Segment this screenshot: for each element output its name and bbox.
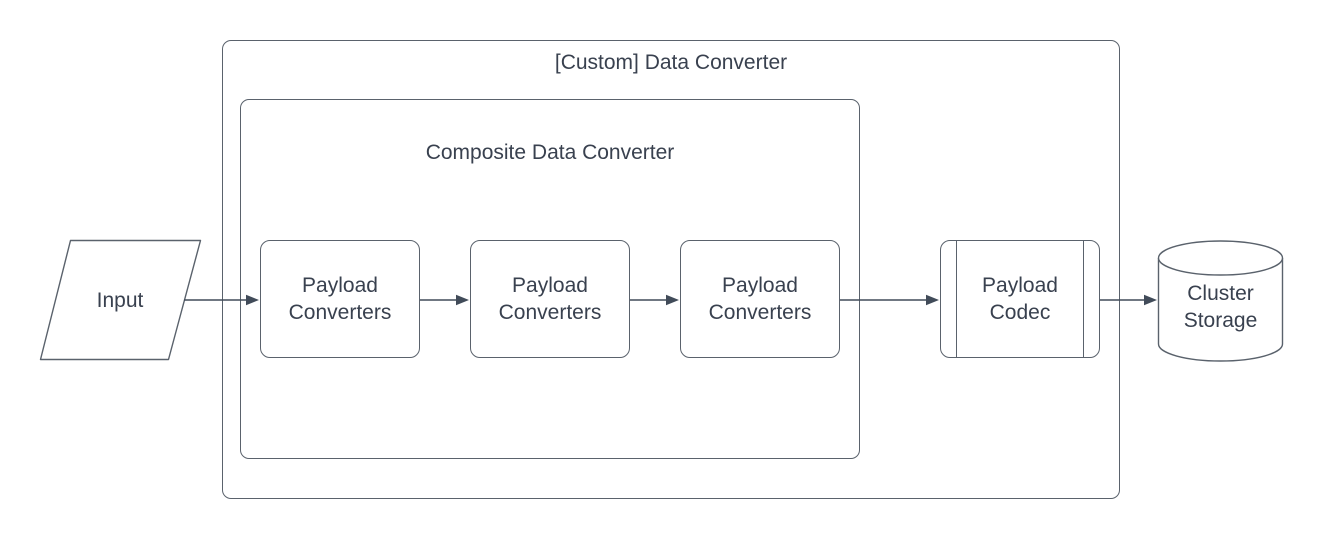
arrow-converter1-to-converter2 xyxy=(420,294,469,306)
payload-converters-label-1: Payload Converters xyxy=(288,274,392,324)
input-parallelogram-shape xyxy=(39,239,202,361)
arrow-input-to-converter1 xyxy=(184,294,259,306)
arrow-codec-to-storage xyxy=(1100,294,1157,306)
custom-data-converter-title: [Custom] Data Converter xyxy=(554,51,788,74)
arrow-converter3-to-codec xyxy=(840,294,939,306)
payload-converters-node-3: Payload Converters xyxy=(680,240,840,358)
input-node: Input xyxy=(40,240,200,360)
input-node-label: Input xyxy=(96,288,144,312)
payload-codec-label: Payload Codec xyxy=(982,274,1058,324)
payload-converters-label-2: Payload Converters xyxy=(498,274,602,324)
codec-divider-left xyxy=(956,241,958,357)
payload-converters-label-3: Payload Converters xyxy=(708,274,812,324)
payload-converters-node-1: Payload Converters xyxy=(260,240,420,358)
composite-data-converter-title: Composite Data Converter xyxy=(425,141,675,164)
cluster-storage-cylinder-shape xyxy=(1157,240,1284,362)
cluster-storage-label: Cluster Storage xyxy=(1183,282,1258,332)
payload-converters-node-2: Payload Converters xyxy=(470,240,630,358)
arrow-converter2-to-converter3 xyxy=(630,294,679,306)
cluster-storage-node: Cluster Storage xyxy=(1158,252,1283,362)
codec-divider-right xyxy=(1082,241,1084,357)
payload-codec-node: Payload Codec xyxy=(940,240,1100,358)
